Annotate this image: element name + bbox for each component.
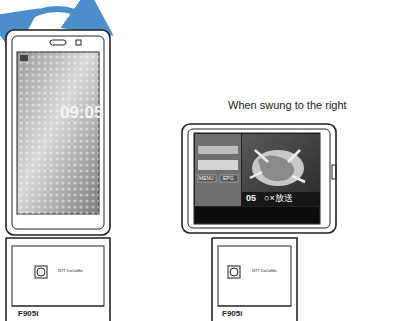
softkey bbox=[198, 175, 216, 182]
screen-pattern bbox=[17, 52, 99, 214]
rotated-upper-body bbox=[182, 124, 336, 233]
speaker bbox=[50, 40, 66, 45]
status-icon bbox=[20, 55, 28, 61]
screen bbox=[194, 133, 320, 224]
channel-number: 05 bbox=[246, 194, 256, 203]
lower-line bbox=[12, 306, 104, 307]
softkey-label: MENU bbox=[199, 176, 214, 181]
camera-frame bbox=[35, 266, 47, 278]
crab-legs bbox=[250, 150, 305, 182]
rotated-bezel bbox=[188, 129, 330, 228]
sensor bbox=[76, 40, 81, 45]
model-name: F905i bbox=[18, 310, 38, 318]
upper-bezel bbox=[12, 36, 104, 229]
softkey bbox=[220, 175, 238, 182]
lower-panel bbox=[218, 246, 291, 306]
speaker bbox=[332, 165, 336, 179]
lower-body-edge bbox=[5, 238, 7, 321]
tv-image bbox=[242, 134, 320, 206]
guide-row bbox=[198, 160, 238, 170]
right-phone bbox=[182, 124, 336, 321]
caption-note: When swung to the right bbox=[228, 100, 347, 111]
hinge bbox=[212, 238, 297, 321]
channel-name: ○×放送 bbox=[264, 194, 293, 203]
screen bbox=[17, 52, 99, 214]
status-bar bbox=[195, 207, 319, 223]
lower-body-edge bbox=[211, 238, 213, 321]
hinge bbox=[6, 238, 110, 321]
left-phone bbox=[6, 30, 110, 321]
camera-frame bbox=[228, 266, 240, 278]
lower-line bbox=[218, 306, 291, 307]
camera-lens bbox=[37, 268, 45, 276]
channel-bar bbox=[242, 192, 320, 206]
upper-body bbox=[6, 30, 110, 235]
guide-panel bbox=[195, 134, 241, 206]
brand-logo: NTT DoCoMo bbox=[58, 269, 83, 273]
clock-display: 09:05 bbox=[60, 104, 103, 121]
lower-panel bbox=[12, 246, 104, 306]
swing-arrow bbox=[20, 9, 94, 22]
model-name: F905i bbox=[222, 310, 242, 318]
guide-row bbox=[198, 146, 238, 154]
softkey-label: EPG bbox=[223, 176, 234, 181]
brand-logo: NTT DoCoMo bbox=[252, 269, 277, 273]
camera-lens bbox=[230, 268, 238, 276]
